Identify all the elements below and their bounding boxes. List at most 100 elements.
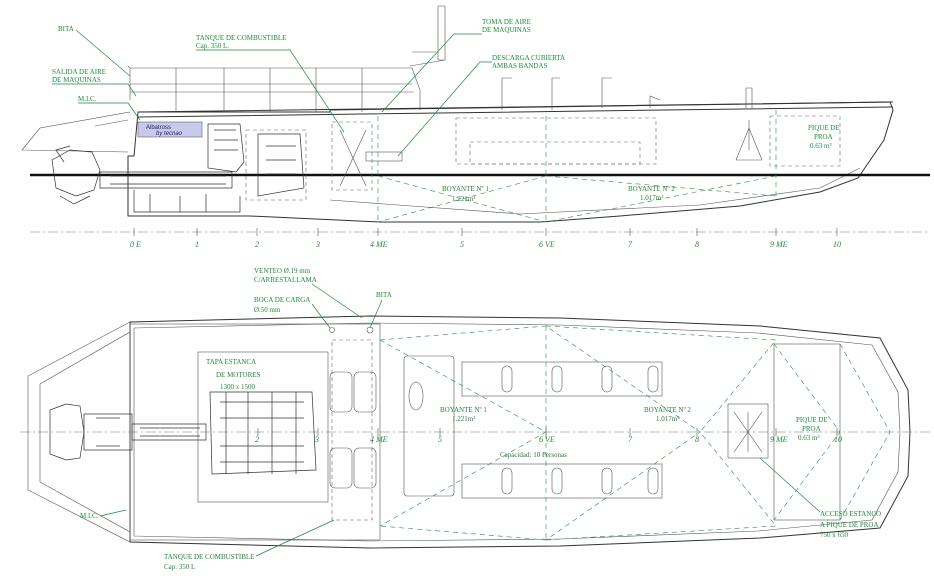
label-boyante1-side-2: 1.221m³	[452, 195, 475, 203]
label-pique-plan-3: 0.63 m³	[798, 434, 820, 442]
plan-station-4: 4 ME	[370, 435, 388, 444]
label-tapa-1: TAPA ESTANCA	[206, 358, 256, 366]
plan-seat-row-stbd	[461, 463, 663, 499]
label-venteo-2: C/ARRESTALLAMA	[254, 276, 317, 284]
plan-seat-row-port	[461, 361, 663, 397]
plan-station-8: 8	[695, 435, 699, 444]
plan-buoyancy-diagonals	[379, 325, 777, 541]
plan-hull-outer	[129, 315, 911, 549]
plan-station-5: 5	[438, 435, 442, 444]
side-diag-lines	[377, 175, 777, 223]
plan-access-hatch-cross	[733, 411, 763, 453]
label-salida-aire-2: DE MAQUINAS	[52, 76, 101, 84]
plan-fuel-tank-area	[331, 339, 373, 521]
label-boyante1-side-1: BOYANTE Nº 1	[442, 185, 489, 193]
side-station-0: 0 E	[130, 240, 141, 249]
plan-station-ticks	[257, 428, 838, 436]
label-boca-1: BOCA DE CARGA	[254, 296, 310, 304]
label-acceso-2: A PIQUE DE PROA	[820, 521, 879, 529]
plan-station-2: 2	[255, 435, 259, 444]
plan-console	[403, 355, 455, 497]
plan-boca-carga	[329, 327, 335, 333]
plan-bita	[366, 326, 374, 334]
label-pique-side-3: 0.63 m³	[810, 142, 832, 150]
side-box-d	[365, 151, 403, 162]
plan-hull-inner	[133, 322, 901, 542]
label-pique-plan-2: PROA	[802, 425, 821, 433]
plan-cushion-2	[353, 371, 377, 413]
side-station-5: 5	[460, 240, 464, 249]
label-acceso-1: ACCESO ESTANCO	[820, 510, 881, 518]
side-engine-assembly	[51, 123, 305, 213]
side-sheer-line	[137, 101, 894, 118]
side-chine-line	[329, 167, 861, 215]
plan-station-7: 7	[628, 435, 633, 444]
label-tapa-3: 1300 x 1500	[220, 383, 256, 391]
label-descarga-1: DESCARGA CUBIERTA	[492, 54, 565, 62]
label-tapa-2: DE MOTORES	[216, 371, 261, 379]
label-venteo-1: VENTEO Ø.19 mm	[254, 267, 311, 275]
albatross-logo: Albatross by tecnao	[137, 121, 203, 138]
label-tanque-2: Cap. 350 L.	[196, 42, 229, 50]
label-mic: M.I.C.	[78, 95, 97, 103]
label-tanque-1: TANQUE DE COMBUSTIBLE	[196, 34, 286, 42]
side-station-ticks	[133, 228, 838, 236]
label-bita-plan: BITA	[376, 291, 392, 299]
label-boyante2-plan-2: 1.017m³	[656, 415, 679, 423]
label-bita: BITA	[58, 25, 74, 33]
side-forepeak	[769, 115, 841, 167]
side-vent-pipes	[501, 77, 661, 110]
plan-cushion-1	[329, 371, 353, 413]
label-toma-aire-2: DE MAQUINAS	[482, 26, 531, 34]
plan-cushion-4	[353, 447, 377, 489]
side-station-10: 10	[833, 240, 841, 249]
side-station-3: 3	[315, 240, 320, 249]
label-acceso-3: 750 x 650	[820, 531, 849, 539]
side-mast	[409, 5, 446, 67]
plan-steering-wheel	[408, 381, 424, 411]
side-station-8: 8	[695, 240, 699, 249]
label-boca-2: Ø.50 mm	[254, 306, 281, 314]
plan-access-hatch	[727, 403, 769, 459]
plan-station-9: 9 ME	[770, 435, 788, 444]
side-stern-platform	[21, 111, 131, 153]
plan-engine-hatch	[197, 351, 329, 503]
side-station-6: 6 VE	[539, 240, 555, 249]
logo-line1: Albatross	[146, 125, 171, 131]
label-boyante2-side-2: 1.017m³	[640, 194, 663, 202]
label-tanque-plan-1: TANQUE DE COMBUSTIBLE	[164, 553, 254, 561]
label-boyante1-plan-2: 1.221m³	[452, 415, 475, 423]
plan-stern-platform	[27, 321, 131, 543]
side-railing	[127, 65, 421, 112]
side-box-c	[469, 141, 641, 165]
plan-station-6: 6 VE	[539, 435, 555, 444]
side-view: Albatross by tecnao BITA SALIDA DE AIRE …	[21, 5, 930, 249]
side-station-2: 2	[255, 240, 259, 249]
side-box-a-cross	[339, 129, 367, 187]
side-bulkheads	[377, 110, 777, 222]
side-station-7: 7	[628, 240, 633, 249]
side-hull-outline	[127, 101, 894, 223]
logo-line2: by tecnao	[156, 131, 183, 137]
label-pique-side-1: PIQUE DE	[808, 124, 840, 132]
label-boyante2-plan-1: BOYANTE Nº 2	[644, 406, 691, 414]
label-boyante2-side-1: BOYANTE Nº 2	[628, 185, 675, 193]
label-mic-plan: M.I.C.	[80, 512, 99, 520]
side-box-b	[455, 117, 657, 165]
plan-engine-assembly	[49, 391, 317, 475]
label-toma-aire-1: TOMA DE AIRE	[482, 18, 531, 26]
label-boyante1-plan-1: BOYANTE Nº 1	[440, 406, 487, 414]
side-bow-fitting	[735, 87, 763, 161]
side-station-9: 9 ME	[770, 240, 788, 249]
plan-station-3: 3	[314, 435, 319, 444]
label-descarga-2: AMBAS BANDAS	[492, 62, 548, 70]
side-fuel-tank	[245, 129, 307, 201]
label-capacidad: Capacidad: 10 Personas	[500, 451, 567, 459]
plan-station-10: 10	[834, 435, 842, 444]
plan-cushion-3	[329, 447, 353, 489]
plan-view: 2 3 4 ME 5 6 VE 7 8 9 ME 10 VENTEO Ø.19 …	[20, 267, 930, 571]
label-pique-plan-1: PIQUE DE	[796, 416, 828, 424]
plan-seat-backs	[501, 365, 659, 495]
label-tanque-plan-2: Cap. 350 L	[164, 563, 195, 571]
